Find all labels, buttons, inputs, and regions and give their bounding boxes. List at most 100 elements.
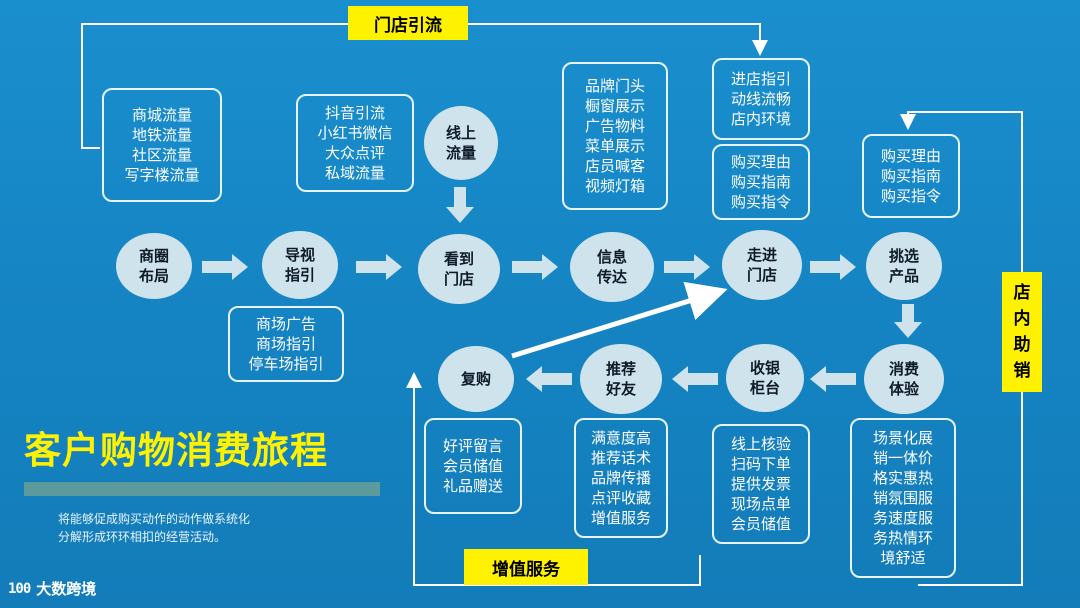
node-see-store: 看到 门店 bbox=[418, 234, 500, 304]
purchase-reason-box-middle: 购买理由 购买指南 购买指令 bbox=[712, 144, 810, 220]
arrow-down-icon bbox=[894, 304, 922, 338]
box-line: 场景化展 bbox=[872, 429, 933, 447]
page-subtitle: 将能够促成购买动作的动作做系统化 分解形成环环相扣的经营活动。 bbox=[58, 510, 250, 546]
box-line: 品牌门头 bbox=[584, 77, 645, 95]
arrow-right-icon bbox=[356, 254, 402, 280]
box-line: 购买指南 bbox=[730, 173, 791, 191]
box-line: 地铁流量 bbox=[131, 126, 192, 144]
purchase-reason-box-right: 购买理由 购买指南 购买指令 bbox=[862, 134, 960, 218]
store-traffic-loop-line bbox=[81, 23, 768, 149]
arrow-right-icon bbox=[512, 254, 558, 280]
checkout-actions-box: 线上核验 扫码下单 提供发票 现场点单 会员储值 bbox=[712, 424, 810, 544]
page-title: 客户购物消费旅程 bbox=[24, 429, 328, 472]
box-line: 停车场指引 bbox=[248, 355, 324, 373]
in-store-sales-char: 销 bbox=[1013, 361, 1031, 381]
node-repurchase: 复购 bbox=[438, 346, 514, 412]
box-line: 大众点评 bbox=[324, 144, 385, 162]
box-line: 视频灯箱 bbox=[584, 177, 645, 195]
node-online-traffic: 线上 流量 bbox=[424, 106, 498, 180]
logo-mark-icon: 100 bbox=[8, 580, 31, 597]
node-checkout-counter: 收银 柜台 bbox=[726, 344, 804, 412]
value-added-service-tag: 增值服务 bbox=[464, 549, 588, 585]
box-line: 会员储值 bbox=[730, 515, 791, 533]
box-line: 扫码下单 bbox=[730, 455, 791, 473]
box-line: 商城流量 bbox=[131, 106, 192, 124]
repurchase-actions-box: 好评留言 会员储值 礼品赠送 bbox=[424, 418, 522, 514]
box-line: 店员喊客 bbox=[584, 157, 645, 175]
box-line: 动线流畅 bbox=[730, 90, 791, 108]
brand-display-box: 品牌门头 橱窗展示 广告物料 菜单展示 店员喊客 视频灯箱 bbox=[562, 62, 668, 210]
box-line: 广告物料 bbox=[584, 117, 645, 135]
arrow-right-icon bbox=[664, 254, 710, 280]
in-store-sales-char: 内 bbox=[1013, 309, 1031, 329]
subtitle-line: 将能够促成购买动作的动作做系统化 bbox=[58, 512, 251, 526]
online-channels-box: 抖音引流 小红书微信 大众点评 私域流量 bbox=[296, 94, 414, 192]
node-guidance-signage: 导视 指引 bbox=[262, 231, 338, 299]
traffic-sources-box: 商城流量 地铁流量 社区流量 写字楼流量 bbox=[102, 88, 222, 202]
box-line: 橱窗展示 bbox=[584, 97, 645, 115]
box-line: 境舒适 bbox=[880, 549, 926, 567]
box-line: 推荐话术 bbox=[590, 449, 651, 467]
box-line: 店内环境 bbox=[730, 110, 791, 128]
box-line: 务速度服 bbox=[872, 509, 933, 527]
box-line: 商场广告 bbox=[255, 315, 316, 333]
box-line: 私域流量 bbox=[324, 164, 385, 182]
in-store-sales-char: 助 bbox=[1013, 335, 1031, 355]
arrow-right-icon bbox=[810, 254, 856, 280]
box-line: 社区流量 bbox=[131, 146, 192, 164]
node-select-product: 挑选 产品 bbox=[866, 232, 942, 300]
value-added-loop-line bbox=[406, 372, 701, 586]
mall-guidance-box: 商场广告 商场指引 停车场指引 bbox=[228, 306, 344, 382]
brand-logo: 100 大数跨境 bbox=[8, 578, 96, 599]
box-line: 销氛围服 bbox=[872, 489, 933, 507]
box-line: 进店指引 bbox=[730, 70, 791, 88]
node-consumption-experience: 消费 体验 bbox=[864, 344, 944, 414]
box-line: 菜单展示 bbox=[584, 137, 645, 155]
experience-details-box: 场景化展 销一体价 格实惠热 销氛围服 务速度服 务热情环 境舒适 bbox=[850, 418, 956, 578]
box-line: 满意度高 bbox=[590, 429, 651, 447]
store-entry-box: 进店指引 动线流畅 店内环境 bbox=[712, 58, 810, 140]
box-line: 小红书微信 bbox=[317, 124, 393, 142]
in-store-sales-char: 店 bbox=[1013, 283, 1031, 303]
in-store-sales-loop-line bbox=[900, 111, 1023, 586]
box-line: 现场点单 bbox=[730, 495, 791, 513]
node-recommend-friends: 推荐 好友 bbox=[580, 344, 662, 414]
subtitle-line: 分解形成环环相扣的经营活动。 bbox=[58, 530, 227, 544]
box-line: 购买指令 bbox=[880, 187, 941, 205]
logo-text: 大数跨境 bbox=[36, 580, 97, 598]
arrow-right-icon bbox=[202, 254, 248, 280]
box-line: 会员储值 bbox=[442, 457, 503, 475]
box-line: 写字楼流量 bbox=[124, 166, 200, 184]
node-business-district-layout: 商圈 布局 bbox=[116, 233, 192, 299]
arrow-left-icon bbox=[672, 366, 718, 392]
referral-actions-box: 满意度高 推荐话术 品牌传播 点评收藏 增值服务 bbox=[574, 418, 668, 538]
box-line: 点评收藏 bbox=[590, 489, 651, 507]
store-traffic-tag: 门店引流 bbox=[348, 6, 468, 40]
box-line: 抖音引流 bbox=[324, 104, 385, 122]
title-underline-bar bbox=[24, 482, 380, 496]
box-line: 品牌传播 bbox=[590, 469, 651, 487]
box-line: 购买指令 bbox=[730, 193, 791, 211]
box-line: 礼品赠送 bbox=[442, 477, 503, 495]
repurchase-return-line bbox=[511, 281, 728, 359]
box-line: 好评留言 bbox=[442, 437, 503, 455]
box-line: 增值服务 bbox=[590, 509, 651, 527]
arrow-left-icon bbox=[810, 366, 856, 392]
arrow-left-icon bbox=[526, 366, 572, 392]
box-line: 线上核验 bbox=[730, 435, 791, 453]
box-line: 购买理由 bbox=[730, 153, 791, 171]
box-line: 格实惠热 bbox=[872, 469, 933, 487]
box-line: 务热情环 bbox=[872, 529, 933, 547]
box-line: 商场指引 bbox=[255, 335, 316, 353]
box-line: 购买指南 bbox=[880, 167, 941, 185]
in-store-sales-tag: 店 内 助 销 bbox=[1002, 272, 1042, 392]
box-line: 提供发票 bbox=[730, 475, 791, 493]
node-information-delivery: 信息 传达 bbox=[570, 232, 654, 302]
arrow-down-icon bbox=[446, 187, 474, 223]
node-enter-store: 走进 门店 bbox=[722, 230, 802, 300]
box-line: 销一体价 bbox=[872, 449, 933, 467]
box-line: 购买理由 bbox=[880, 147, 941, 165]
